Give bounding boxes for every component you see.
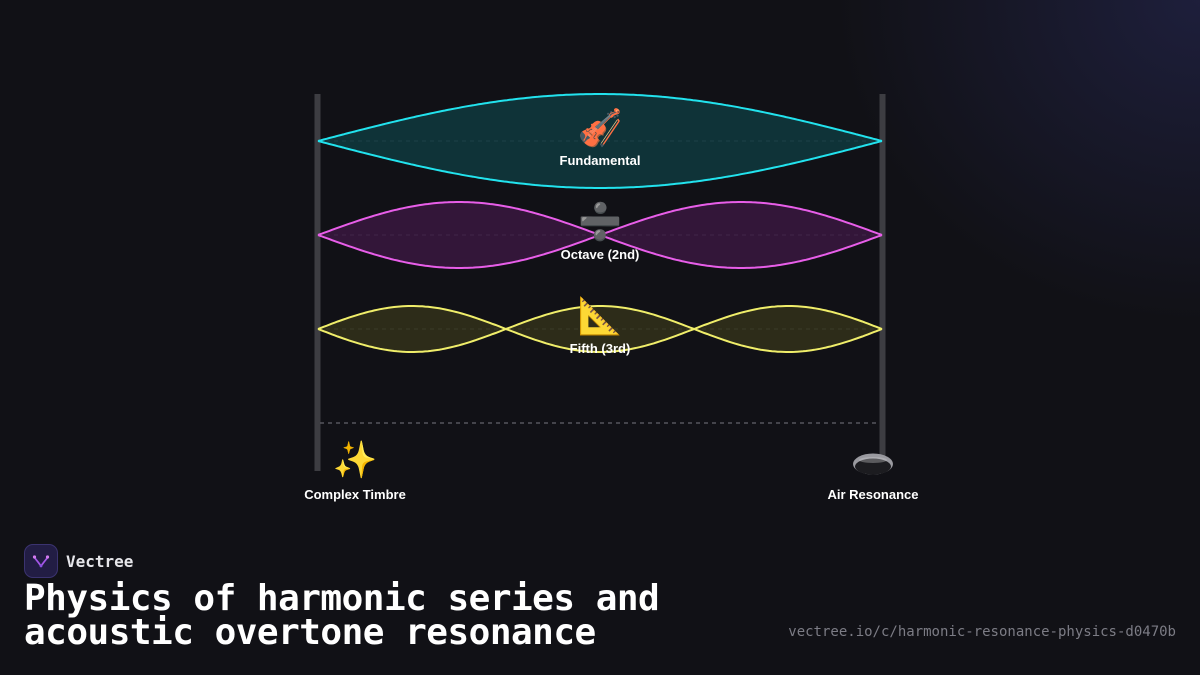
brand: Vectree bbox=[24, 544, 133, 578]
brand-name: Vectree bbox=[66, 551, 134, 571]
harmonic-1: 🎻 Fundamental bbox=[317, 93, 883, 189]
harmonic-3: 📐 Fifth (3rd) bbox=[317, 295, 883, 356]
air-resonance-label: Air Resonance bbox=[827, 487, 918, 502]
harmonic-label: Fundamental bbox=[560, 153, 641, 168]
wave-lower-curve bbox=[317, 305, 883, 353]
harmonic-label: Fifth (3rd) bbox=[570, 341, 631, 356]
wave-envelope-fill bbox=[318, 306, 882, 352]
wave-upper-curve bbox=[317, 305, 883, 353]
harmonic-diagram: 🎻Fundamental➗Octave (2nd)📐Fifth (3rd) ✨ … bbox=[304, 93, 919, 502]
right-string-post bbox=[879, 94, 886, 457]
sound-hole-icon bbox=[853, 453, 893, 475]
source-url: vectree.io/c/harmonic-resonance-physics-… bbox=[788, 624, 1176, 640]
wave-upper-curve bbox=[317, 93, 883, 142]
triangular-ruler-icon: 📐 bbox=[578, 295, 623, 337]
wave-lower-curve bbox=[317, 201, 883, 269]
vectree-logo-icon bbox=[24, 544, 58, 578]
divide-icon: ➗ bbox=[578, 201, 623, 243]
left-string-post bbox=[314, 94, 321, 471]
page-title: Physics of harmonic series and acoustic … bbox=[24, 578, 660, 653]
sparkles-icon: ✨ bbox=[333, 440, 378, 481]
complex-timbre-label: Complex Timbre bbox=[304, 487, 406, 502]
wave-envelope-fill bbox=[318, 94, 882, 188]
harmonic-2: ➗ Octave (2nd) bbox=[317, 201, 883, 269]
violin-icon: 🎻 bbox=[578, 107, 623, 149]
wave-lower-curve bbox=[317, 140, 883, 189]
harmonic-label: Octave (2nd) bbox=[561, 247, 640, 262]
